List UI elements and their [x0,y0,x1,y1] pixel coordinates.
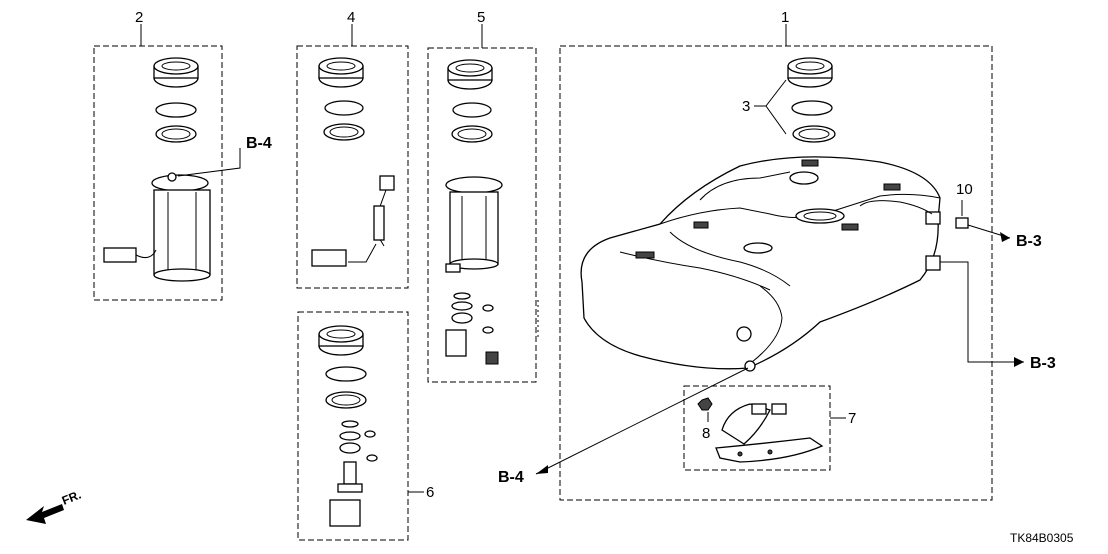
sender-opening [743,242,773,254]
hose-clip [955,217,969,229]
heat-shield [715,403,824,463]
group-1-frame [559,45,993,501]
group-2-frame [93,45,223,301]
ref-b4-top[interactable]: B-4 [246,135,272,152]
lock-ring [447,59,493,90]
fuel-pump-module [103,172,211,282]
gasket-ring [155,102,197,118]
lock-ring [787,57,833,88]
ref-b4-bottom[interactable]: B-4 [498,469,524,486]
group-1: 1 3 [535,9,1024,501]
fuel-tank [580,156,941,372]
group-4: 4 [296,9,409,289]
ref-b3-bottom[interactable]: B-3 [1030,355,1056,372]
front-direction-indicator: FR. [26,488,83,524]
filter-element [445,329,467,357]
callout-6[interactable]: 6 [426,484,434,501]
group-5: 5 [427,9,539,383]
group-6-frame [297,311,409,541]
callout-7[interactable]: 7 [848,410,856,427]
lock-ring [318,325,364,356]
callout-8[interactable]: 8 [702,425,710,442]
group-7-frame [683,385,831,471]
callout-2[interactable]: 2 [135,9,143,26]
lock-ring [153,57,199,88]
fuel-level-sender [311,175,395,267]
ref-b3-top[interactable]: B-3 [1016,233,1042,250]
fuel-pump-assembly [445,176,503,273]
diagram-code: TK84B0305 [1010,531,1074,545]
pressure-regulator [343,461,357,485]
gasket-ring [791,100,833,116]
callout-5[interactable]: 5 [477,9,485,26]
pump-opening [795,208,845,224]
gasket-ring [325,366,367,382]
filter-element [329,499,361,527]
fr-label: FR. [60,488,83,508]
group-2: 2 B-4 [93,9,272,301]
lock-ring [318,57,364,88]
nut [697,397,713,411]
callout-3[interactable]: 3 [742,98,750,115]
callout-10[interactable]: 10 [956,181,973,198]
callout-1[interactable]: 1 [781,9,789,26]
group-6: 6 [297,311,434,541]
arrow-icon [26,504,64,524]
regulator-nut [485,351,499,365]
gasket-ring [452,102,492,118]
callout-4[interactable]: 4 [347,9,355,26]
gasket-ring [324,100,364,116]
